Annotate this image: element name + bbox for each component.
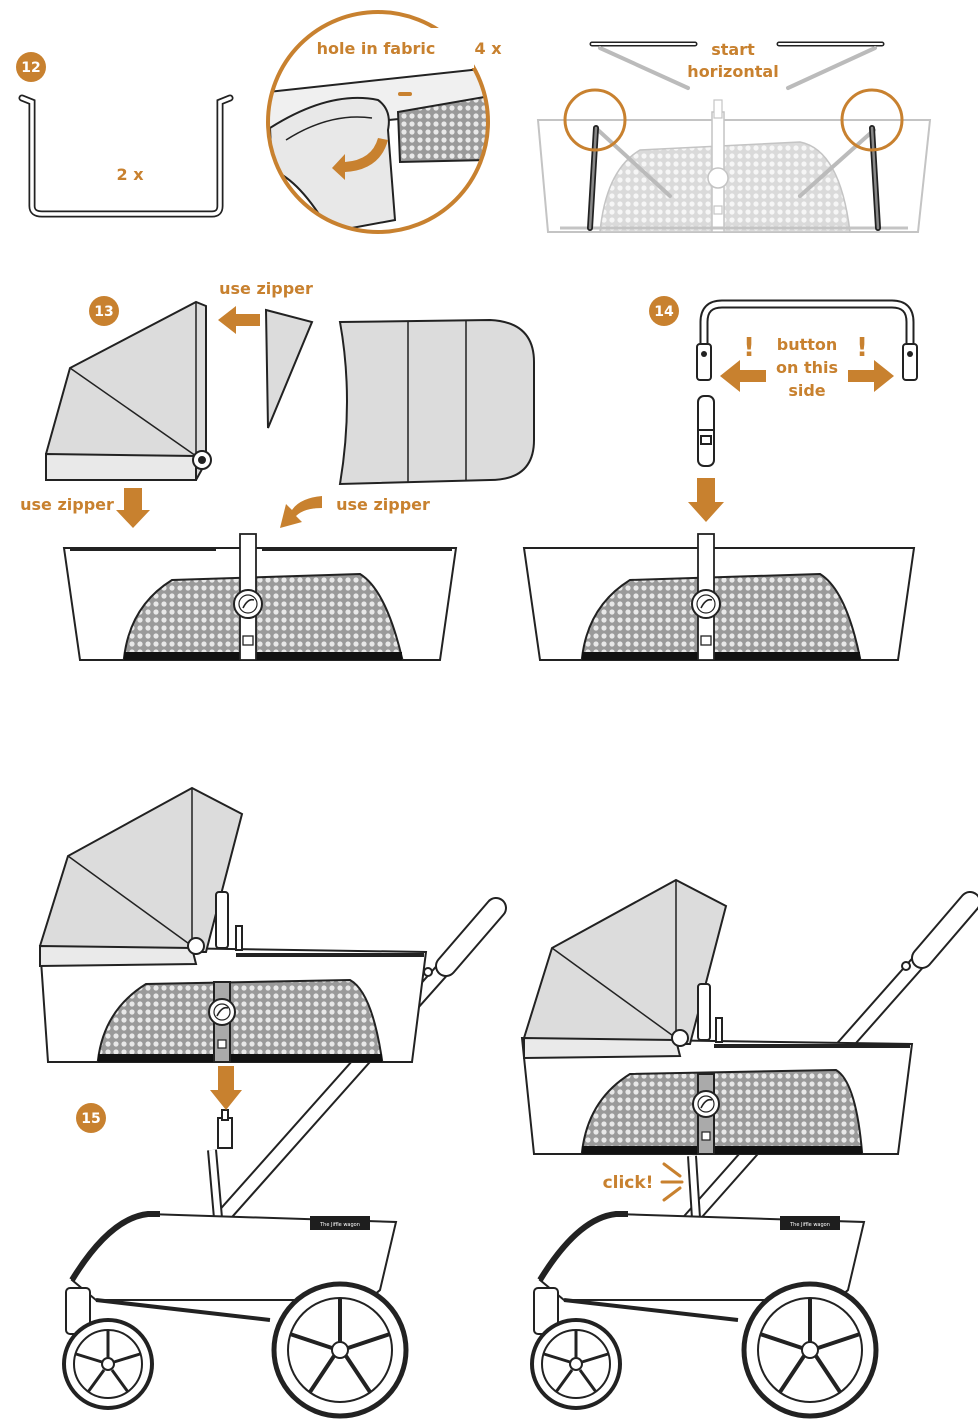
hole-in-fabric-label: hole in fabric	[317, 39, 436, 58]
brand-right-label: The Jiffle wagon	[789, 1222, 830, 1228]
hole-count-label: 4 x	[474, 39, 502, 58]
step-14: 14 ! ! button on this side	[522, 296, 918, 661]
start-label: start	[711, 40, 755, 59]
fold-arrow	[332, 138, 388, 180]
step-15-badge	[76, 1103, 106, 1133]
use-zipper-top-label: use zipper	[219, 279, 313, 298]
carrycot-pale: start horizontal	[536, 40, 932, 233]
step-15-number: 15	[81, 1111, 100, 1127]
hood-extension-sheet	[338, 318, 535, 486]
click-label: click!	[603, 1173, 654, 1193]
warning-left: !	[743, 333, 755, 363]
carrycot-13	[62, 533, 458, 661]
step-13: 13 use zipper use zipper use zipper	[20, 279, 535, 661]
step-13-badge	[89, 296, 119, 326]
carrycot-14	[522, 533, 916, 661]
arrow-down-mount	[210, 1066, 242, 1110]
step-14-badge	[649, 296, 679, 326]
horizontal-label: horizontal	[687, 62, 778, 81]
button-line-3: side	[788, 381, 825, 400]
canopy-hood	[45, 300, 212, 481]
button-line-2: on this	[776, 358, 838, 377]
click-marks	[660, 1162, 684, 1202]
step-12-number: 12	[21, 60, 40, 76]
fabric-hole-zoom: hole in fabric 4 x	[266, 10, 502, 234]
handle-connector	[697, 395, 715, 467]
stroller-left: The Jiffle wagon	[38, 786, 507, 1419]
carry-handle	[696, 299, 918, 381]
arrow-down-connector	[688, 478, 724, 522]
arrow-down-hood	[116, 488, 150, 528]
u-rod	[18, 94, 234, 218]
warning-right: !	[856, 333, 868, 363]
step-13-number: 13	[94, 304, 113, 320]
side-panel-triangle	[264, 308, 314, 429]
arrow-right-button	[848, 360, 894, 392]
step-14-number: 14	[654, 304, 674, 320]
step-12: 12 2 x hole in fabric 4 x	[16, 10, 932, 234]
use-zipper-left-label: use zipper	[20, 495, 114, 514]
step-15: 15	[38, 786, 978, 1419]
arrow-left-hood	[218, 306, 260, 334]
step-12-badge	[16, 52, 46, 82]
rod-count-label: 2 x	[116, 165, 144, 184]
arrow-curve-sheet	[280, 496, 322, 528]
arrow-left-button	[720, 360, 766, 392]
stroller-right: The Jiffle wagon	[520, 878, 978, 1419]
use-zipper-right-label: use zipper	[336, 495, 430, 514]
brand-left-label: The Jiffle wagon	[319, 1222, 360, 1228]
button-line-1: button	[777, 335, 838, 354]
